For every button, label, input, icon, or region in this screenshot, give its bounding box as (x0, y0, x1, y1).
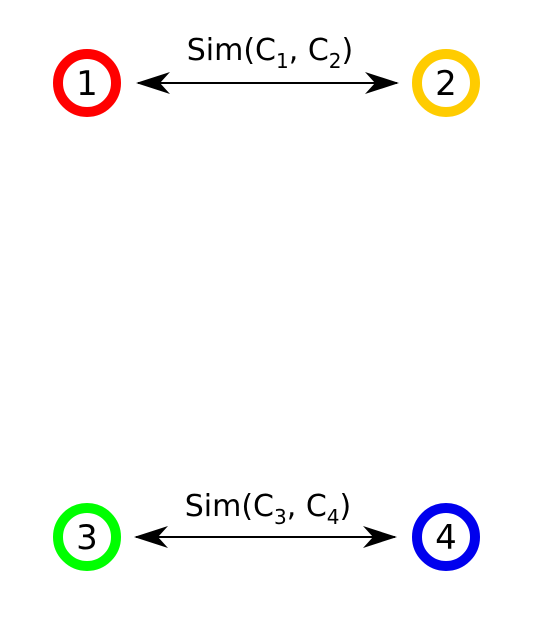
node-1: 1 (53, 49, 121, 117)
edge-3-4-label: Sim(C3, C4) (185, 489, 351, 529)
edge-1-2-arrowhead-right (365, 72, 399, 94)
node-2-ring (412, 49, 480, 117)
edge-3-4-arrowhead-left (134, 526, 168, 548)
node-3-label: 3 (76, 518, 98, 558)
node-1-ring (53, 49, 121, 117)
node-3: 3 (53, 503, 121, 571)
node-4: 4 (412, 503, 480, 571)
edge-3-4-arrowhead-right (363, 526, 397, 548)
node-1-label: 1 (76, 64, 98, 104)
node-4-ring (412, 503, 480, 571)
edge-1-2: Sim(C1, C2) (136, 33, 399, 94)
node-2: 2 (412, 49, 480, 117)
edge-1-2-label: Sim(C1, C2) (187, 33, 353, 73)
edge-1-2-arrowhead-left (136, 72, 170, 94)
edge-3-4: Sim(C3, C4) (134, 489, 397, 548)
node-3-ring (53, 503, 121, 571)
node-4-label: 4 (435, 518, 457, 558)
node-2-label: 2 (435, 64, 457, 104)
